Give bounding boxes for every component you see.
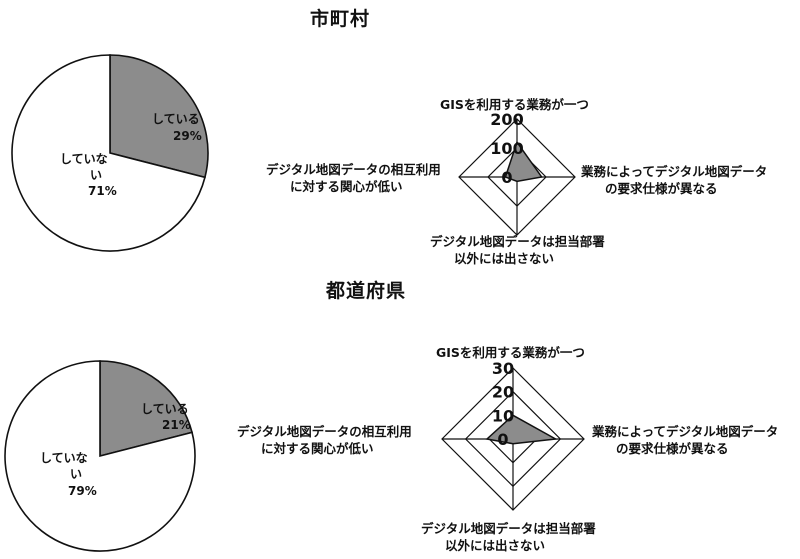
section-title-prefectures: 都道府県 bbox=[326, 280, 407, 302]
radar-0-axis-label-0-line-0: GISを利用する業務が一つ bbox=[440, 97, 589, 112]
radar-1-axis-label-0: GISを利用する業務が一つ bbox=[436, 345, 585, 360]
radar-0-axis-label-3-line-0: デジタル地図データの相互利用 bbox=[266, 162, 441, 177]
pie-1-value-0: 21% bbox=[162, 418, 191, 432]
radar-1-axis-label-2: デジタル地図データは担当部署以外には出さない bbox=[421, 521, 596, 553]
radar-0-tick-0: 0 bbox=[501, 168, 512, 187]
pie-1-value-1: 79% bbox=[68, 484, 97, 498]
radar-1-axis-label-2-line-0: デジタル地図データは担当部署 bbox=[421, 521, 596, 536]
radar-1-tick-3: 30 bbox=[492, 359, 514, 378]
radar-0-axis-label-2-line-0: デジタル地図データは担当部署 bbox=[430, 234, 605, 249]
radar-0-tick-2: 200 bbox=[490, 110, 523, 129]
pie-0-value-1: 71% bbox=[88, 184, 117, 198]
pie-0-label-1: していな bbox=[60, 152, 108, 166]
radar-1-tick-0: 0 bbox=[497, 430, 508, 449]
radar-1-axis-label-3: デジタル地図データの相互利用に対する関心が低い bbox=[237, 424, 412, 456]
pie-1-slice-1 bbox=[4, 360, 196, 552]
pie-1-label-0: している bbox=[141, 402, 189, 416]
radar-0-axis-label-1: 業務によってデジタル地図データの要求仕様が異なる bbox=[580, 164, 767, 196]
radar-1-axis-label-2-line-1: 以外には出さない bbox=[445, 538, 545, 553]
radar-1-tick-1: 10 bbox=[492, 406, 514, 425]
radar-0-axis-label-3: デジタル地図データの相互利用に対する関心が低い bbox=[266, 162, 441, 194]
radar-1-axis-label-1-line-1: の要求仕様が異なる bbox=[616, 441, 729, 456]
radar-0-axis-label-1-line-0: 業務によってデジタル地図データ bbox=[580, 164, 767, 179]
pie-1-slice-0 bbox=[99, 360, 193, 458]
pie-0-value-0: 29% bbox=[173, 129, 202, 143]
radar-1-axis-label-3-line-0: デジタル地図データの相互利用 bbox=[237, 424, 412, 439]
pie-1-label-1: していな bbox=[40, 451, 88, 465]
pie-1-label-1-cont: い bbox=[70, 467, 82, 481]
radar-0-axis-label-3-line-1: に対する関心が低い bbox=[290, 179, 403, 194]
radar-0-series-area bbox=[504, 140, 543, 183]
radar-1-series-area bbox=[485, 414, 559, 445]
section-title-municipalities: 市町村 bbox=[310, 8, 371, 30]
radar-0-axis-label-0: GISを利用する業務が一つ bbox=[440, 97, 589, 112]
radar-1-axis-label-0-line-0: GISを利用する業務が一つ bbox=[436, 345, 585, 360]
pie-0-slice-1 bbox=[11, 54, 206, 252]
radar-0-tick-1: 100 bbox=[490, 139, 523, 158]
radar-1-axis-label-1-line-0: 業務によってデジタル地図データ bbox=[591, 424, 778, 439]
pie-0-slice-0 bbox=[109, 54, 209, 179]
radar-0-axis-label-1-line-1: の要求仕様が異なる bbox=[605, 181, 718, 196]
pie-0-label-1-cont: い bbox=[90, 168, 102, 182]
radar-1-tick-2: 20 bbox=[492, 383, 514, 402]
radar-0-axis-label-2-line-1: 以外には出さない bbox=[454, 251, 554, 266]
radar-1-axis-label-1: 業務によってデジタル地図データの要求仕様が異なる bbox=[591, 424, 778, 456]
pie-0-label-0: している bbox=[152, 112, 200, 126]
radar-0-axis-label-2: デジタル地図データは担当部署以外には出さない bbox=[430, 234, 605, 266]
radar-1-axis-label-3-line-1: に対する関心が低い bbox=[261, 441, 374, 456]
